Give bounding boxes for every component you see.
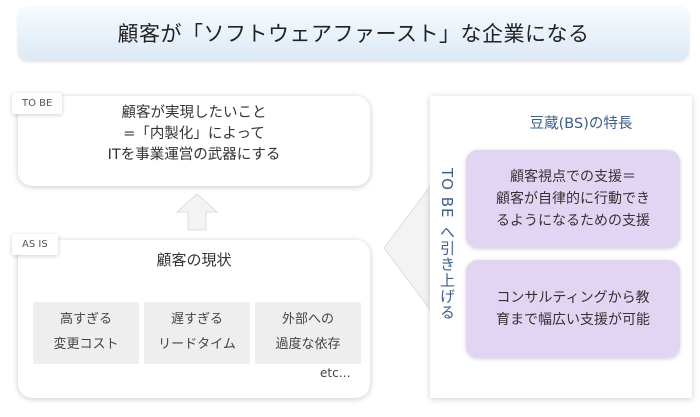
bs-title: 豆蔵(BS)の特長	[529, 116, 633, 132]
as-is-title: 顧客の現状	[156, 251, 232, 269]
issue-line: 変更コスト	[53, 337, 119, 352]
raise-to-be-label: TO BE へ引き上げる	[438, 168, 456, 321]
issue-line: リードタイム	[158, 337, 236, 352]
issue-box-change-cost: 高すぎる 変更コスト	[33, 302, 139, 364]
issue-line: 遅すぎる	[170, 312, 223, 327]
to-be-text: 顧客が実現したいこと =「内製化」によって ITを事業運営の武器にする	[18, 103, 370, 166]
up-arrow-icon	[175, 193, 219, 231]
feature-line: 育まで幅広い支援が可能	[496, 312, 650, 328]
to-be-line: 顧客が実現したいこと	[121, 105, 267, 121]
feature-line: 顧客視点での支援＝	[510, 169, 636, 185]
issue-line: 外部への	[281, 312, 334, 327]
feature-line: コンサルティングから教	[496, 290, 650, 306]
feature-line: るようになるための支援	[496, 213, 650, 229]
to-be-line: ITを事業運営の武器にする	[107, 147, 281, 163]
page-title-text: 顧客が「ソフトウェアファースト」な企業になる	[117, 22, 590, 46]
to-be-line: =「内製化」によって	[123, 126, 265, 142]
as-is-tag: AS IS	[12, 234, 58, 255]
issue-box-dependency: 外部への 過度な依存	[255, 302, 361, 364]
feature-customer-perspective: 顧客視点での支援＝ 顧客が自律的に行動でき るようになるための支援	[466, 150, 680, 248]
feature-broad-support: コンサルティングから教 育まで幅広い支援が可能	[466, 260, 680, 358]
feature-line: 顧客が自律的に行動でき	[496, 191, 650, 207]
to-be-card	[18, 96, 370, 186]
left-arrow-icon	[383, 182, 433, 314]
to-be-tag: TO BE	[12, 93, 63, 114]
etc-label: etc…	[320, 366, 351, 380]
page-title: 顧客が「ソフトウェアファースト」な企業になる	[18, 6, 689, 60]
issue-line: 過度な依存	[275, 337, 341, 352]
issue-box-lead-time: 遅すぎる リードタイム	[144, 302, 250, 364]
issue-line: 高すぎる	[59, 312, 112, 327]
